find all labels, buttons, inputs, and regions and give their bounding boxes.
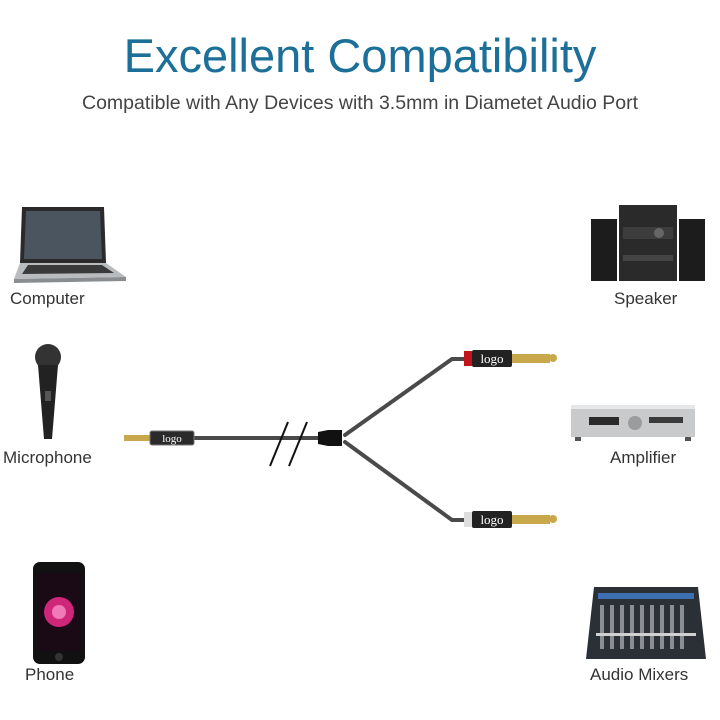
laptop-icon <box>14 207 126 283</box>
plug-logo-text: logo <box>480 351 503 366</box>
plug-logo-text: logo <box>480 512 503 527</box>
device-label-amplifier: Amplifier <box>610 448 677 467</box>
amplifier-icon <box>571 405 695 441</box>
speaker-icon <box>591 205 705 281</box>
splitter-body <box>318 430 342 446</box>
device-label-phone: Phone <box>25 665 75 684</box>
mixer-icon <box>586 587 706 659</box>
page-subtitle: Compatible with Any Devices with 3.5mm i… <box>82 92 638 114</box>
device-label-computer: Computer <box>10 289 85 308</box>
device-label-speaker: Speaker <box>614 289 678 308</box>
device-label-audio-mixers: Audio Mixers <box>590 665 689 684</box>
phone-icon <box>33 562 85 664</box>
device-label-microphone: Microphone <box>3 448 92 467</box>
plug-3-5mm <box>124 430 195 446</box>
microphone-icon <box>35 344 61 439</box>
page-title: Excellent Compatibility <box>123 29 597 82</box>
plug-logo-text: logo <box>162 433 182 445</box>
